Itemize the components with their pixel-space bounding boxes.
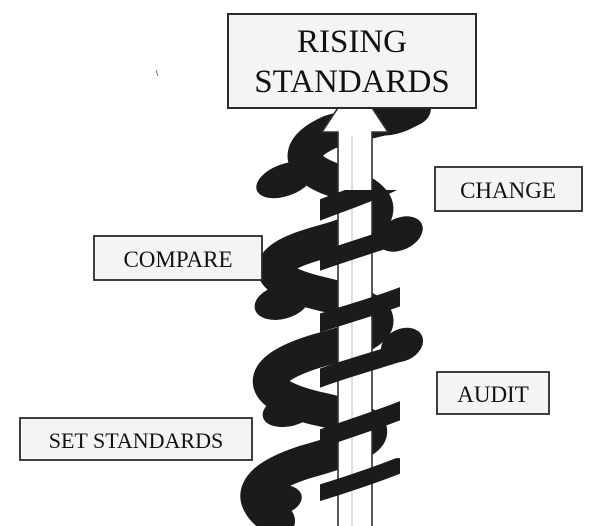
spiral-segment — [256, 161, 314, 199]
set-standards-label-box: SET STANDARDS — [19, 417, 253, 461]
audit-label: AUDIT — [457, 382, 529, 407]
audit-label-box: AUDIT — [436, 371, 550, 415]
rising-standards-line-1: RISING — [297, 24, 407, 60]
change-label: CHANGE — [460, 178, 556, 203]
scan-speck — [155, 69, 159, 77]
spiral-segment — [254, 484, 302, 516]
spiral-front-strand — [320, 190, 400, 502]
rising-standards-line-2: STANDARDS — [254, 64, 449, 100]
compare-label-box: COMPARE — [93, 235, 263, 281]
spiral-segment — [262, 392, 318, 428]
spiral-segment — [254, 284, 310, 320]
set-standards-label: SET STANDARDS — [49, 428, 223, 453]
change-label-box: CHANGE — [434, 166, 583, 212]
compare-label: COMPARE — [123, 247, 232, 272]
rising-standards-box: RISING STANDARDS — [227, 13, 477, 109]
